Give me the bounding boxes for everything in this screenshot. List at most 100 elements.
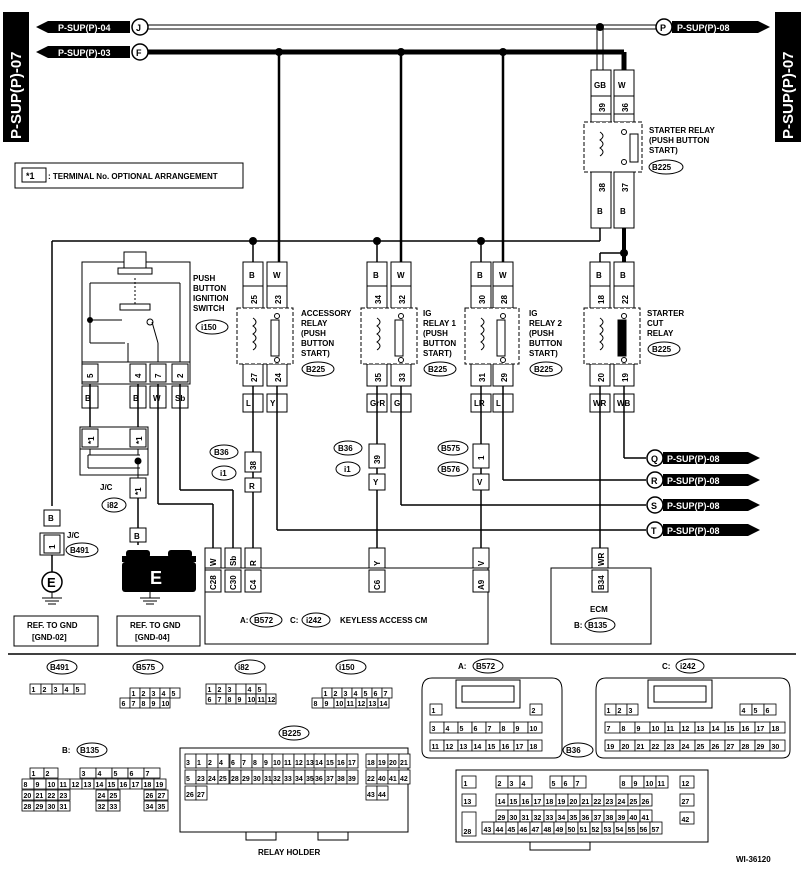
pin-number: 30 (510, 815, 518, 822)
svg-text:REF. TO GND: REF. TO GND (130, 621, 181, 630)
svg-text:B576: B576 (441, 465, 461, 474)
switch-wires (157, 384, 234, 548)
svg-text:37: 37 (621, 183, 630, 192)
pin-number: 39 (348, 776, 356, 783)
relay-pin: 22 (621, 295, 630, 304)
pin-number: 31 (264, 776, 272, 783)
pin-number: 17 (132, 782, 140, 789)
jc-i82: *1 *1 *1 J/C i82 B E REF. TO GND [GND-04… (79, 384, 201, 647)
svg-text:B34: B34 (597, 575, 606, 590)
relay-wire-top: B (477, 271, 483, 280)
pin-number: 1 (464, 781, 468, 788)
pin-number: 15 (326, 760, 334, 767)
pin-number: 34 (558, 815, 566, 822)
pin-number: 34 (146, 804, 154, 811)
pin-number: 31 (60, 804, 68, 811)
pin-number: 2 (498, 781, 502, 788)
pin-number: 36 (582, 815, 590, 822)
svg-text:1: 1 (477, 455, 486, 460)
svg-text:P: P (660, 23, 666, 33)
svg-text:STARTER RELAY: STARTER RELAY (649, 126, 715, 135)
pin-number: 5 (460, 726, 464, 733)
pin-number: 7 (576, 781, 580, 788)
pin-number: 4 (65, 687, 69, 694)
relay-label: START) (301, 349, 330, 358)
pin-number: 4 (446, 726, 450, 733)
pin-number: 51 (580, 827, 588, 834)
pin-number: 2 (618, 708, 622, 715)
pin-number: 19 (378, 760, 386, 767)
pin-number: 12 (358, 701, 366, 708)
pin-number: 29 (36, 804, 44, 811)
ref-name: P-SUP(P)-08 (667, 454, 720, 464)
relay-label: IG (529, 309, 537, 318)
pin-number: 9 (264, 760, 268, 767)
pin-number: 10 (530, 726, 538, 733)
switch-pin: 5 (86, 373, 95, 378)
pin-number: 5 (172, 691, 176, 698)
svg-text:B572: B572 (254, 616, 274, 625)
pin-number: 19 (156, 782, 164, 789)
pin-number: 28 (24, 804, 32, 811)
keyless-pin: C6 (373, 579, 382, 590)
switch-pin: 7 (154, 373, 163, 378)
pin-number: 27 (197, 792, 205, 799)
pin-number: 21 (400, 760, 408, 767)
pin-number: 7 (242, 760, 246, 767)
pin-number: 14 (315, 760, 323, 767)
pin-number: 20 (389, 760, 397, 767)
pin-number: 1 (208, 687, 212, 694)
svg-text:E: E (150, 568, 162, 588)
pin-number: 1 (607, 708, 611, 715)
svg-text:Y: Y (373, 478, 379, 487)
pin-number: 11 (432, 744, 440, 751)
pin-number: 3 (344, 691, 348, 698)
relay-wire-bottom: G (394, 399, 400, 408)
push-button-switch: 5B4B7W2Sb PUSH BUTTON IGNITION SWITCH i1… (81, 251, 229, 409)
relay-wire-top: B (620, 271, 626, 280)
pin-number: 24 (208, 776, 216, 783)
pin-number: 15 (510, 799, 518, 806)
svg-text:GB: GB (594, 81, 606, 90)
pin-number: 27 (727, 744, 735, 751)
pin-number: 7 (384, 691, 388, 698)
pin-number: 8 (253, 760, 257, 767)
pin-number: 27 (158, 793, 166, 800)
relay-pin: 35 (374, 373, 383, 382)
relay-label: RELAY 2 (529, 319, 562, 328)
relay-label: BUTTON (301, 339, 334, 348)
svg-text:ECM: ECM (590, 605, 608, 614)
relay-pin: 30 (478, 295, 487, 304)
svg-text:REF. TO GND: REF. TO GND (27, 621, 78, 630)
pin-number: 4 (219, 760, 223, 767)
pin-number: 38 (337, 776, 345, 783)
pin-number: 3 (510, 781, 514, 788)
pin-number: 14 (712, 726, 720, 733)
relays: B2527LW2324YACCESSORYRELAY(PUSHBUTTONSTA… (236, 261, 684, 413)
pin-number: 5 (76, 687, 80, 694)
svg-text:39: 39 (598, 103, 607, 112)
svg-text:B: B (48, 514, 54, 523)
pin-number: 9 (325, 701, 329, 708)
switch-wire: W (153, 394, 161, 403)
relay-pin: 24 (274, 373, 283, 382)
pin-number: 16 (502, 744, 510, 751)
pin-number: 16 (120, 782, 128, 789)
pin-number: 35 (570, 815, 578, 822)
pin-number: 8 (622, 781, 626, 788)
keyless-wire: Y (373, 560, 382, 566)
pin-number: 9 (634, 781, 638, 788)
svg-text:F: F (136, 48, 142, 58)
relay-label: BUTTON (423, 339, 456, 348)
relay-pin: 29 (500, 373, 509, 382)
svg-text:B36: B36 (214, 448, 229, 457)
connector-name: B36 (566, 746, 581, 755)
pin-number: 20 (622, 744, 630, 751)
pin-number: 3 (54, 687, 58, 694)
pin-number: 25 (630, 799, 638, 806)
relay-wire-top: W (397, 271, 405, 280)
pin-number: 30 (253, 776, 261, 783)
pin-number: 17 (757, 726, 765, 733)
pin-number: 18 (530, 744, 538, 751)
pin-number: 28 (464, 829, 472, 836)
